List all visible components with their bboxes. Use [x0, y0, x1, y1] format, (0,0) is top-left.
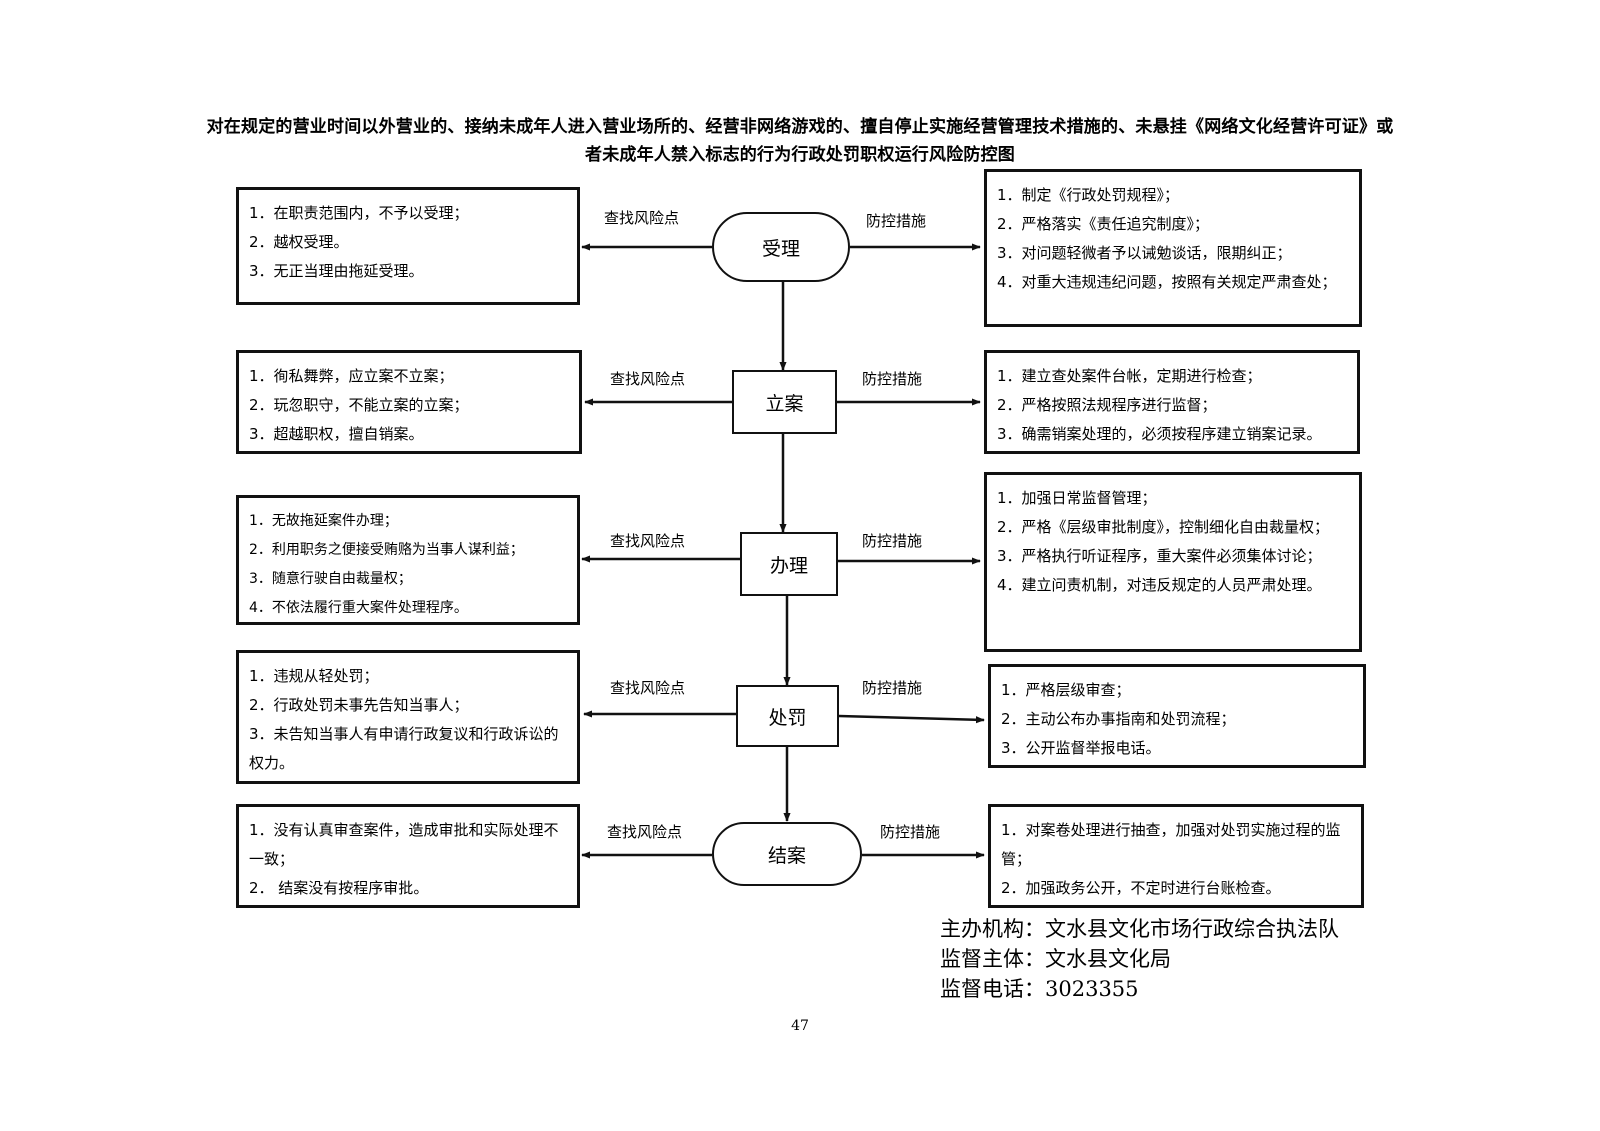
control-5-item-2: 2．加强政务公开，不定时进行台账检查。: [1001, 879, 1281, 897]
risk-4-item-3: 3．未告知当事人有申请行政复议和行政诉讼的权力。: [249, 725, 559, 772]
control-label-1: 防控措施: [866, 212, 927, 230]
stage-node-3: 办理: [740, 532, 838, 596]
risk-2-item-1: 1．徇私舞弊，应立案不立案；: [249, 367, 454, 385]
title-line-1: 对在规定的营业时间以外营业的、接纳未成年人进入营业场所的、经营非网络游戏的、擅自…: [206, 117, 1394, 137]
risk-4-item-1: 1．违规从轻处罚；: [249, 667, 379, 685]
risk-label-5: 查找风险点: [607, 823, 683, 841]
risk-1-item-3: 3．无正当理由拖延受理。: [249, 262, 424, 280]
stage-node-4: 处罚: [736, 685, 839, 747]
control-label-2: 防控措施: [862, 370, 923, 388]
control-1-item-1: 1．制定《行政处罚规程》；: [997, 186, 1180, 204]
risk-5-item-2: 2． 结案没有按程序审批。: [249, 879, 429, 897]
control-1-item-2: 2．严格落实《责任追究制度》；: [997, 215, 1210, 233]
stage-node-5: 结案: [712, 822, 862, 886]
control-4-item-1: 1．严格层级审查；: [1001, 681, 1131, 699]
footer-organizer: 主办机构：文水县文化市场行政综合执法队: [940, 917, 1339, 941]
stage-node-1: 受理: [712, 212, 850, 282]
control-3-item-1: 1．加强日常监督管理；: [997, 489, 1157, 507]
risk-2-item-2: 2．玩忽职守，不能立案的立案；: [249, 396, 469, 414]
control-5-item-1: 1．对案卷处理进行抽查，加强对处罚实施过程的监管；: [1001, 821, 1341, 868]
risk-box-5: 1．没有认真审查案件，造成审批和实际处理不一致； 2． 结案没有按程序审批。: [236, 804, 580, 908]
risk-3-item-2: 2．利用职务之便接受贿赂为当事人谋利益；: [249, 542, 524, 558]
control-label-3: 防控措施: [862, 532, 923, 550]
control-box-5: 1．对案卷处理进行抽查，加强对处罚实施过程的监管； 2．加强政务公开，不定时进行…: [988, 804, 1364, 908]
control-2-item-1: 1．建立查处案件台帐，定期进行检查；: [997, 367, 1262, 385]
control-1-item-3: 3．对问题轻微者予以诫勉谈话，限期纠正；: [997, 244, 1292, 262]
control-box-4: 1．严格层级审查； 2．主动公布办事指南和处罚流程； 3．公开监督举报电话。: [988, 664, 1366, 768]
risk-5-item-1: 1．没有认真审查案件，造成审批和实际处理不一致；: [249, 821, 559, 868]
arrow-control-4: [838, 714, 985, 724]
control-3-item-4: 4．建立问责机制，对违反规定的人员严肃处理。: [997, 576, 1322, 594]
risk-4-item-2: 2．行政处罚未事先告知当事人；: [249, 696, 469, 714]
title-line-2: 者未成年人禁入标志的行为行政处罚职权运行风险防控图: [585, 145, 1015, 165]
risk-label-4: 查找风险点: [610, 679, 686, 697]
risk-3-item-1: 1．无故拖延案件办理；: [249, 513, 398, 529]
risk-label-3: 查找风险点: [610, 532, 686, 550]
control-1-item-4: 4．对重大违规违纪问题，按照有关规定严肃查处；: [997, 273, 1337, 291]
control-label-5: 防控措施: [880, 823, 941, 841]
risk-box-1: 1．在职责范围内，不予以受理； 2．越权受理。 3．无正当理由拖延受理。: [236, 187, 580, 305]
control-4-item-3: 3．公开监督举报电话。: [1001, 739, 1161, 757]
footer-supervisor: 监督主体：文水县文化局: [940, 947, 1171, 971]
risk-3-item-4: 4．不依法履行重大案件处理程序。: [249, 600, 468, 616]
control-label-4: 防控措施: [862, 679, 923, 697]
risk-2-item-3: 3．超越职权，擅自销案。: [249, 425, 424, 443]
footer-phone: 监督电话：3023355: [940, 977, 1139, 1001]
risk-3-item-3: 3．随意行驶自由裁量权；: [249, 571, 412, 587]
risk-1-item-1: 1．在职责范围内，不予以受理；: [249, 204, 469, 222]
control-box-2: 1．建立查处案件台帐，定期进行检查； 2．严格按照法规程序进行监督； 3．确需销…: [984, 350, 1360, 454]
risk-1-item-2: 2．越权受理。: [249, 233, 349, 251]
control-box-1: 1．制定《行政处罚规程》； 2．严格落实《责任追究制度》； 3．对问题轻微者予以…: [984, 169, 1362, 327]
control-3-item-3: 3．严格执行听证程序，重大案件必须集体讨论；: [997, 547, 1322, 565]
control-2-item-2: 2．严格按照法规程序进行监督；: [997, 396, 1217, 414]
risk-label-2: 查找风险点: [610, 370, 686, 388]
risk-box-2: 1．徇私舞弊，应立案不立案； 2．玩忽职守，不能立案的立案； 3．超越职权，擅自…: [236, 350, 582, 454]
control-2-item-3: 3．确需销案处理的，必须按程序建立销案记录。: [997, 425, 1322, 443]
control-box-3: 1．加强日常监督管理； 2．严格《层级审批制度》，控制细化自由裁量权； 3．严格…: [984, 472, 1362, 652]
risk-box-3: 1．无故拖延案件办理； 2．利用职务之便接受贿赂为当事人谋利益； 3．随意行驶自…: [236, 495, 580, 625]
risk-label-1: 查找风险点: [604, 209, 680, 227]
stage-node-2: 立案: [732, 370, 837, 434]
risk-box-4: 1．违规从轻处罚； 2．行政处罚未事先告知当事人； 3．未告知当事人有申请行政复…: [236, 650, 580, 784]
control-3-item-2: 2．严格《层级审批制度》，控制细化自由裁量权；: [997, 518, 1330, 536]
control-4-item-2: 2．主动公布办事指南和处罚流程；: [1001, 710, 1236, 728]
page-number: 47: [791, 1018, 809, 1034]
